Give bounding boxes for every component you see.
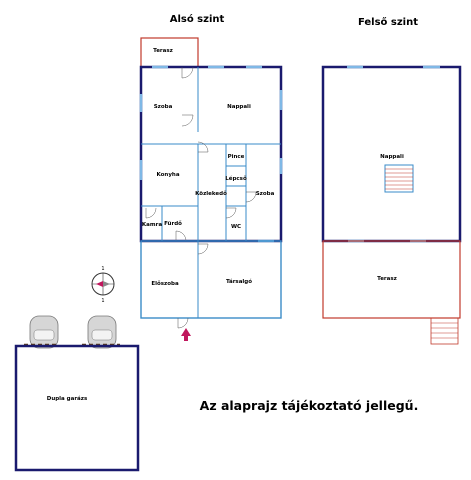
room-label-eloszoba: Előszoba — [151, 281, 179, 287]
room-label-szoba-right: Szoba — [256, 191, 275, 197]
room-label-terasz-upper: Terasz — [377, 276, 397, 282]
room-label-kozlekedo: Közlekedő — [195, 191, 227, 197]
room-label-tarsalgo: Társalgó — [226, 278, 252, 285]
room-label-furdo: Fürdő — [164, 221, 182, 227]
lower-entry-block — [140, 240, 282, 319]
car-icon — [29, 315, 117, 349]
compass-label-top: 1 — [101, 266, 104, 272]
room-label-garage: Dupla garázs — [47, 395, 88, 402]
terrace-steps-icon — [430, 317, 459, 345]
disclaimer-note: Az alaprajz tájékoztató jellegű. — [200, 398, 419, 413]
room-label-kamra: Kamra — [142, 222, 162, 228]
double-garage — [14, 344, 140, 472]
room-label-nappali-lower: Nappali — [227, 104, 251, 110]
compass-icon: 1 1 — [91, 266, 115, 304]
room-label-pince: Pince — [228, 154, 245, 160]
room-label-konyha: Konyha — [156, 172, 179, 178]
upper-level-title: Felső szint — [358, 16, 418, 28]
room-label-lepcso: Lépcső — [225, 175, 247, 182]
stairs-icon — [384, 164, 414, 193]
room-label-nappali-upper: Nappali — [380, 154, 404, 160]
room-label-terasz-lower: Terasz — [153, 48, 173, 54]
upper-terrace — [322, 240, 461, 319]
entry-arrow-icon — [181, 328, 191, 341]
room-label-szoba-left: Szoba — [154, 104, 173, 110]
compass-label-bottom: 1 — [101, 298, 104, 304]
lower-level-title: Alsó szint — [170, 13, 225, 25]
room-label-wc: WC — [231, 224, 241, 230]
